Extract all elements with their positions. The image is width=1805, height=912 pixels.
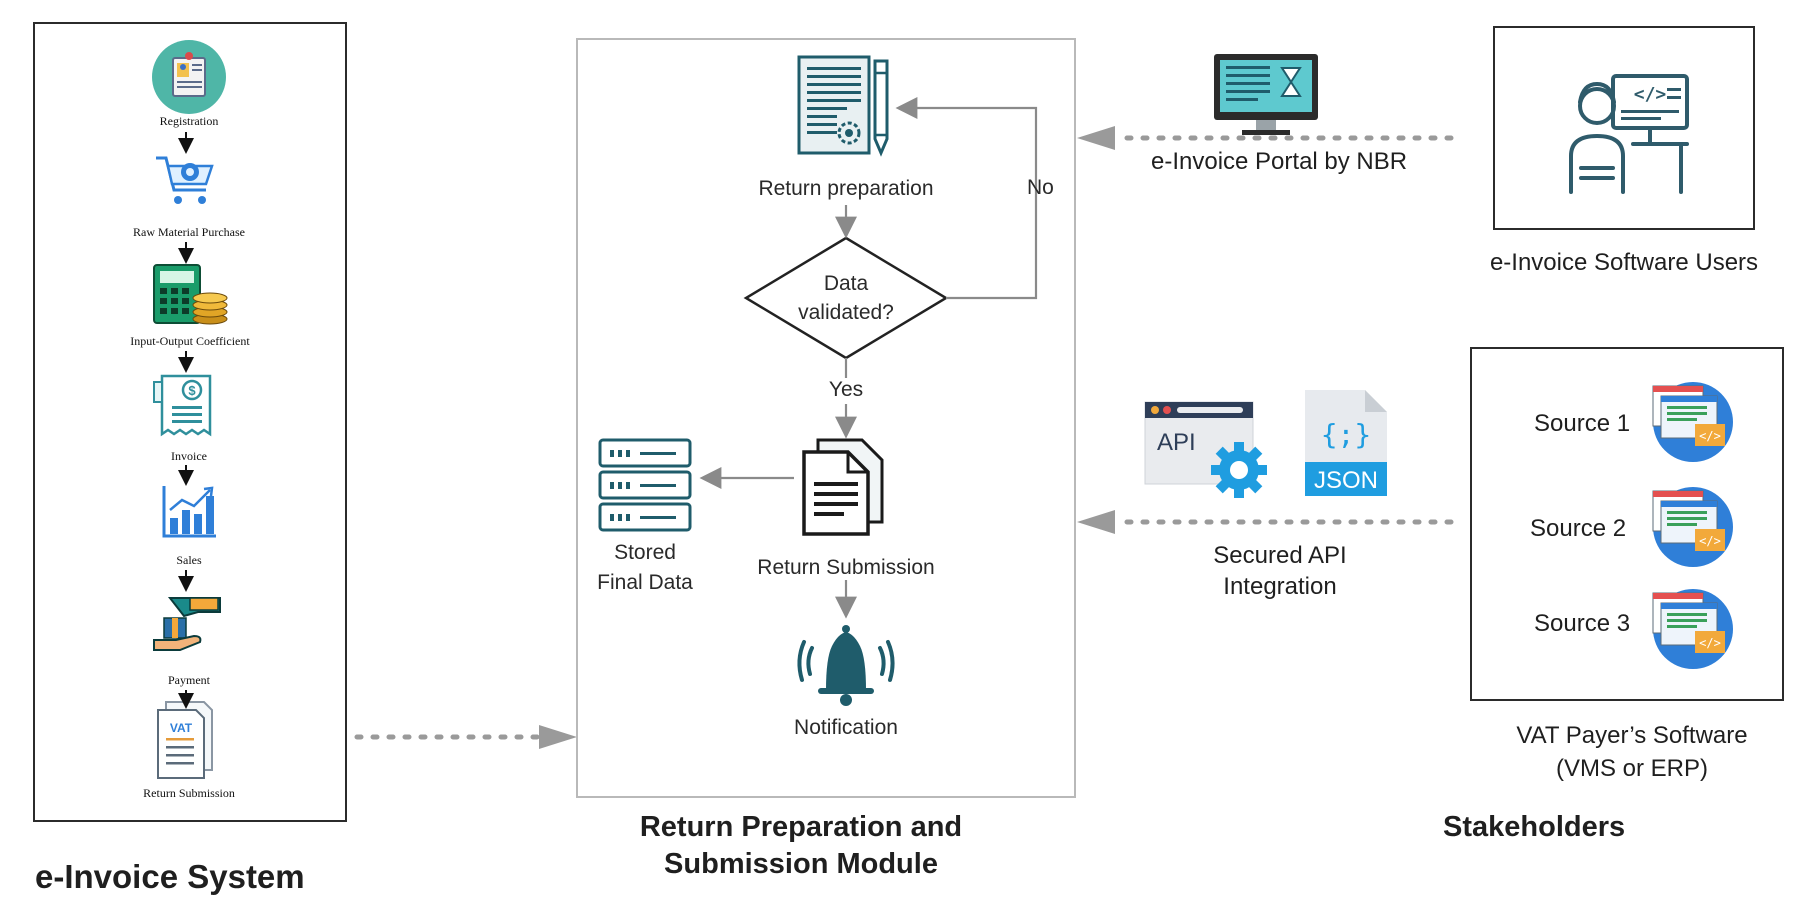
return-preparation-icon [797,55,889,157]
svg-text:</>: </> [1634,84,1667,105]
decision-diamond [743,236,949,360]
step-label-registration: Registration [159,114,219,128]
svg-text:$: $ [188,383,196,398]
software-users-label: e-Invoice Software Users [1489,249,1759,276]
step-label-payment: Payment [168,673,210,687]
step-label-sales: Sales [176,553,202,567]
yes-label: Yes [828,378,864,401]
vat-document-icon: VAT [157,701,213,779]
notification-bell-icon [797,625,895,706]
invoice-receipt-icon: $ [153,374,212,437]
notification-label: Notification [794,716,898,739]
source-3-software-icon: </> [1652,589,1733,669]
json-text: JSON [1314,467,1378,494]
vat-software-line2: (VMS or ERP) [1555,755,1708,782]
step-label-return-submission: Return Submission [143,786,235,800]
module-title-line1: Return Preparation and [639,811,963,843]
return-submission-icon [802,438,884,536]
decision-line2: validated? [798,301,894,324]
vat-software-line1: VAT Payer’s Software [1516,722,1748,749]
api-text: API [1157,429,1196,456]
dotted-arrow-to-module [354,725,577,749]
cart-icon [156,156,214,204]
source-2-label: Source 2 [1530,515,1627,542]
step-label-invoice: Invoice [171,449,207,463]
return-module-panel [576,38,1076,798]
svg-text:</>: </> [1699,534,1721,548]
e-invoice-system-title: e-Invoice System [35,858,305,895]
left-flow-arrows [178,132,194,709]
payment-hands-icon [153,597,221,651]
portal-label: e-Invoice Portal by NBR [1151,148,1408,175]
source-3-label: Source 3 [1534,610,1631,637]
svg-text:VAT: VAT [170,721,193,735]
json-file-icon: {;} JSON [1305,390,1387,496]
sales-chart-icon [162,486,216,538]
api-label-line1: Secured API [1213,542,1347,569]
step-label-input-output-coefficient: Input-Output Coefficient [130,334,250,348]
decision-line1: Data [823,272,869,295]
svg-text:</>: </> [1699,636,1721,650]
stored-data-line1: Stored [614,541,676,564]
return-preparation-label: Return preparation [758,177,934,200]
dotted-arrow-api [1077,510,1454,534]
source-2-software-icon: </> [1652,487,1733,567]
api-window-icon: API [1144,401,1267,498]
svg-text:</>: </> [1699,429,1721,443]
dotted-arrow-portal [1077,126,1454,150]
stored-data-line2: Final Data [597,571,693,594]
step-label-raw-material-purchase: Raw Material Purchase [133,225,245,239]
arrow-no-loop [895,97,1038,300]
calculator-coins-icon [153,264,228,325]
api-label-line2: Integration [1223,573,1337,600]
stakeholders-title: Stakeholders [1443,811,1626,843]
no-label: No [1027,176,1054,199]
software-user-icon: </> [1569,74,1689,194]
portal-monitor-icon [1214,54,1318,135]
server-storage-icon [598,438,692,532]
return-submission-label: Return Submission [757,556,935,579]
json-symbol: {;} [1321,418,1372,451]
registration-icon [152,40,226,114]
source-1-software-icon: </> [1652,382,1733,462]
module-title-line2: Submission Module [664,848,938,880]
source-1-label: Source 1 [1534,410,1631,437]
